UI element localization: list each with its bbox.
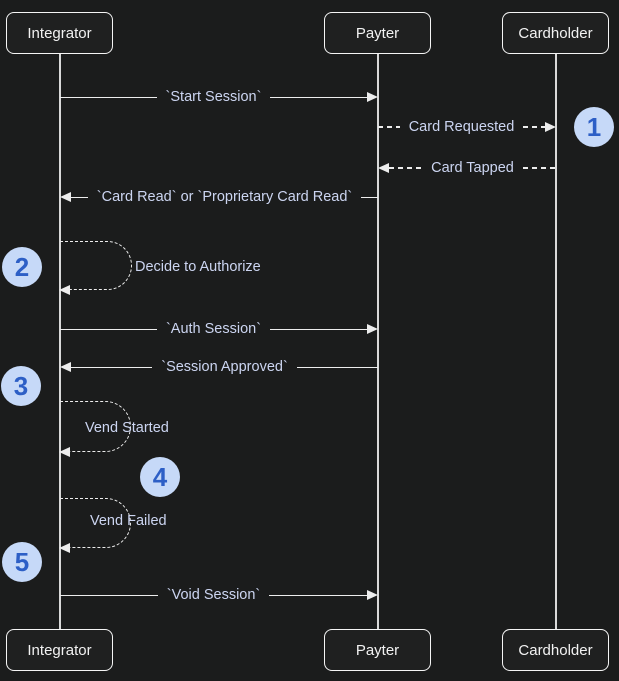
line xyxy=(270,328,368,330)
line xyxy=(270,96,367,98)
arrowhead-left-icon xyxy=(60,192,71,202)
line xyxy=(389,167,423,169)
lifeline-cardholder xyxy=(555,53,557,630)
line xyxy=(60,594,158,596)
line xyxy=(71,366,153,368)
self-loop-vend-started xyxy=(60,401,131,452)
line xyxy=(296,366,379,368)
actor-payter-bottom: Payter xyxy=(324,629,431,671)
actor-payter-top: Payter xyxy=(324,12,431,54)
arrowhead-right-icon xyxy=(367,324,379,334)
arrowhead-left-icon xyxy=(378,163,389,173)
line xyxy=(522,167,556,169)
message-label: `Start Session` xyxy=(165,89,262,105)
arrowhead-left-icon xyxy=(60,362,71,372)
self-loop-decide-to-authorize xyxy=(60,241,132,290)
message-label: `Session Approved` xyxy=(161,359,288,375)
line xyxy=(60,96,157,98)
lifeline-payter xyxy=(377,53,379,630)
message-auth-session: `Auth Session` xyxy=(60,319,379,339)
message-void-session: `Void Session` xyxy=(60,585,378,605)
actor-integrator-top: Integrator xyxy=(6,12,113,54)
message-start-session: `Start Session` xyxy=(60,87,378,107)
message-card-requested: Card Requested xyxy=(378,117,556,137)
arrowhead-right-icon xyxy=(367,590,378,600)
line xyxy=(71,196,88,198)
message-label: Decide to Authorize xyxy=(135,259,261,275)
self-loop-vend-failed xyxy=(60,498,131,548)
line xyxy=(378,126,400,128)
line xyxy=(60,328,157,330)
step-badge-1: 1 xyxy=(574,107,614,147)
lifeline-integrator xyxy=(59,53,61,630)
arrowhead-left-icon xyxy=(59,285,70,295)
actor-cardholder-bottom: Cardholder xyxy=(502,629,609,671)
message-card-tapped: Card Tapped xyxy=(378,158,556,178)
step-badge-4: 4 xyxy=(140,457,180,497)
actor-integrator-bottom: Integrator xyxy=(6,629,113,671)
arrowhead-left-icon xyxy=(59,543,70,553)
message-label: `Auth Session` xyxy=(165,321,262,337)
message-label: Card Tapped xyxy=(431,160,514,176)
actor-cardholder-top: Cardholder xyxy=(502,12,609,54)
line xyxy=(269,594,367,596)
message-label: Vend Started xyxy=(85,420,169,436)
message-label: `Void Session` xyxy=(166,587,261,603)
step-badge-5: 5 xyxy=(2,542,42,582)
message-label: Vend Failed xyxy=(90,513,167,529)
message-session-approved: `Session Approved` xyxy=(60,357,379,377)
arrowhead-left-icon xyxy=(59,447,70,457)
message-label: Card Requested xyxy=(408,119,515,135)
line xyxy=(523,126,545,128)
line xyxy=(361,196,379,198)
step-badge-2: 2 xyxy=(2,247,42,287)
message-label: `Card Read` or `Proprietary Card Read` xyxy=(96,189,353,205)
arrowhead-right-icon xyxy=(545,122,556,132)
message-card-read: `Card Read` or `Proprietary Card Read` xyxy=(60,187,379,207)
step-badge-3: 3 xyxy=(1,366,41,406)
arrowhead-right-icon xyxy=(367,92,378,102)
